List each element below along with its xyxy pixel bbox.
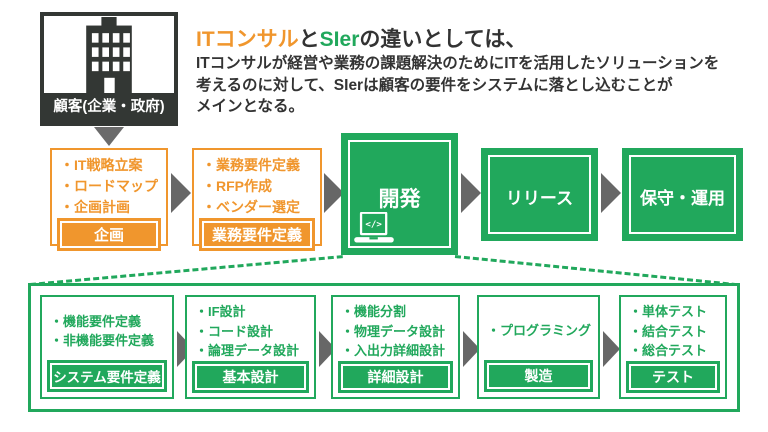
dev-inner-frame xyxy=(348,140,451,248)
detail-step-test: ・単体テスト ・結合テスト ・総合テスト テスト xyxy=(619,295,727,399)
bullet-item: ・機能分割 xyxy=(341,304,407,319)
detail-step-system-requirements: ・機能要件定義 ・非機能要件定義 システム要件定義 xyxy=(40,295,174,399)
bullet-item: ・IT戦略立案 xyxy=(60,157,143,173)
flow-step-development: 開発 </> xyxy=(341,133,458,255)
release-inner-frame xyxy=(488,155,591,234)
step-bullets: ・単体テスト ・結合テスト ・総合テスト xyxy=(626,302,720,361)
customer-label: 顧客(企業・政府) xyxy=(44,93,174,122)
arrow-right-icon xyxy=(324,173,344,213)
headline: ITコンサルとSIerの違いとしては、 xyxy=(196,23,526,53)
bullet-item: ・物理データ設計 xyxy=(341,323,446,339)
flow-step-release: リリース xyxy=(481,148,598,241)
step-label: 基本設計 xyxy=(192,360,309,393)
step-label: 詳細設計 xyxy=(338,360,453,393)
description: ITコンサルが経営や業務の課題解決のためにITを活用したソリューションを 考える… xyxy=(196,53,761,118)
description-line: ITコンサルが経営や業務の課題解決のためにITを活用したソリューションを xyxy=(196,55,720,72)
dashed-connector-left xyxy=(29,255,343,286)
step-bullets: ・業務要件定義 ・RFP作成 ・ベンダー選定 xyxy=(199,155,315,218)
step-bullets: ・IF設計 ・コード設計 ・論理データ設計 xyxy=(192,302,309,361)
development-detail-container: ・機能要件定義 ・非機能要件定義 システム要件定義 ・IF設計 ・コード設計 ・… xyxy=(28,283,740,412)
bullet-item: ・総合テスト xyxy=(629,343,708,358)
bullet-item: ・プログラミング xyxy=(487,323,592,339)
step-bullets: ・機能要件定義 ・非機能要件定義 xyxy=(47,302,167,360)
arrow-right-icon xyxy=(601,173,621,213)
arrow-right-icon xyxy=(171,173,191,213)
bullet-item: ・結合テスト xyxy=(629,323,708,339)
arrow-right-icon xyxy=(461,173,481,213)
bullet-item: ・コード設計 xyxy=(195,323,274,339)
dashed-connector-right xyxy=(454,255,738,287)
arrow-down-icon xyxy=(94,127,124,146)
dev-title: 開発 xyxy=(378,188,421,211)
customer-box: 顧客(企業・政府) xyxy=(40,12,178,126)
step-label: テスト xyxy=(626,360,720,393)
flow-step-planning: ・IT戦略立案 ・ロードマップ ・企画計画 企画 xyxy=(50,148,168,251)
building-icon xyxy=(86,16,132,93)
step-bullets: ・IT戦略立案 ・ロードマップ ・企画計画 xyxy=(57,155,161,218)
maintenance-inner-frame xyxy=(629,155,736,234)
description-line: 考えるのに対して、SIerは顧客の要件をシステムに落とし込むことが xyxy=(196,76,673,94)
release-title: リリース xyxy=(505,189,574,208)
headline-rest: の違いとしては、 xyxy=(359,28,527,51)
step-label: 製造 xyxy=(484,360,593,392)
customer-icon-area xyxy=(44,16,174,93)
step-label: システム要件定義 xyxy=(47,360,167,392)
bullet-item: ・ベンダー選定 xyxy=(202,199,300,215)
bullet-item: ・業務要件定義 xyxy=(202,157,300,173)
headline-it-consult: ITコンサル xyxy=(196,28,299,51)
maintenance-title: 保守・運用 xyxy=(640,189,725,208)
headline-and: と xyxy=(298,28,320,51)
flow-step-maintenance: 保守・運用 xyxy=(622,148,743,241)
bullet-item: ・単体テスト xyxy=(629,304,708,319)
headline-sier: SIer xyxy=(319,28,360,51)
flow-step-business-requirements: ・業務要件定義 ・RFP作成 ・ベンダー選定 業務要件定義 xyxy=(192,148,322,251)
description-line: メインとなる。 xyxy=(196,98,305,116)
bullet-item: ・入出力詳細設計 xyxy=(341,343,446,358)
step-label: 業務要件定義 xyxy=(199,218,315,251)
arrow-right-icon xyxy=(463,331,480,367)
step-label: 企画 xyxy=(57,218,161,251)
bullet-item: ・IF設計 xyxy=(195,304,246,319)
step-bullets: ・機能分割 ・物理データ設計 ・入出力詳細設計 xyxy=(338,302,453,361)
laptop-code-icon: </> xyxy=(354,212,394,243)
bullet-item: ・機能要件定義 xyxy=(50,313,142,329)
detail-step-basic-design: ・IF設計 ・コード設計 ・論理データ設計 基本設計 xyxy=(185,295,316,399)
bullet-item: ・RFP作成 xyxy=(202,178,272,194)
arrow-right-icon xyxy=(603,331,620,367)
bullet-item: ・非機能要件定義 xyxy=(50,333,155,348)
bullet-item: ・論理データ設計 xyxy=(195,343,300,358)
detail-step-manufacturing: ・プログラミング 製造 xyxy=(477,295,600,399)
svg-text:</>: </> xyxy=(365,220,382,230)
detail-step-detailed-design: ・機能分割 ・物理データ設計 ・入出力詳細設計 詳細設計 xyxy=(331,295,460,399)
step-bullets: ・プログラミング xyxy=(484,302,593,360)
bullet-item: ・ロードマップ xyxy=(60,178,158,194)
bullet-item: ・企画計画 xyxy=(60,199,130,215)
